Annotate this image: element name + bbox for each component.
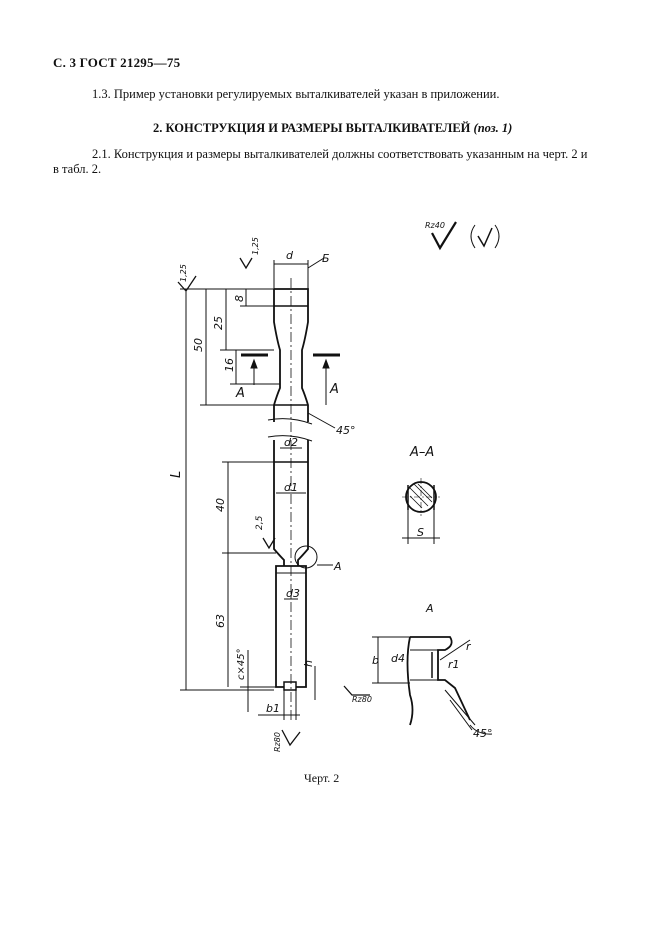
- dim-L: L: [169, 471, 184, 478]
- roughness-125-top: 1,25: [251, 237, 260, 255]
- section-mark-right: А: [329, 382, 339, 397]
- paragraph-2-1-line2: в табл. 2.: [53, 162, 102, 176]
- label-b: Б: [322, 252, 330, 265]
- dim-40: 40: [214, 498, 227, 512]
- section-title: 2. КОНСТРУКЦИЯ И РАЗМЕРЫ ВЫТАЛКИВАТЕЛЕЙ …: [153, 121, 512, 136]
- detail-a-title: А: [425, 602, 434, 615]
- roughness-125-left: 1,25: [179, 264, 188, 282]
- dim-d: d: [286, 249, 294, 262]
- dim-h: h: [302, 660, 315, 667]
- dim-8: 8: [233, 295, 246, 302]
- figure-caption: Черт. 2: [304, 771, 340, 785]
- dim-d2: d2: [284, 436, 298, 449]
- angle-45-detail: 45°: [473, 727, 493, 740]
- dim-b1: b1: [266, 702, 280, 715]
- detail-mark: А: [333, 560, 342, 573]
- paragraph-2-1-line1: 2.1. Конструкция и размеры выталкивателе…: [92, 147, 588, 161]
- rz80-right: Rz80: [352, 695, 372, 704]
- section-title-text: 2. КОНСТРУКЦИЯ И РАЗМЕРЫ ВЫТАЛКИВАТЕЛЕЙ: [153, 121, 471, 135]
- chamfer-label: c×45°: [236, 648, 247, 680]
- dim-63: 63: [214, 614, 227, 628]
- dim-s: S: [417, 526, 424, 539]
- dim-50: 50: [192, 338, 205, 352]
- page-header: С. 3 ГОСТ 21295—75: [53, 55, 181, 70]
- dim-r1: r1: [448, 658, 460, 671]
- dim-r: r: [466, 640, 472, 653]
- rz80-bottom: Rz80: [273, 732, 282, 752]
- dim-d3: d3: [286, 587, 300, 600]
- dim-16: 16: [223, 358, 236, 372]
- roughness-rz40: Rz40: [425, 221, 445, 230]
- roughness-25: 2,5: [255, 515, 265, 530]
- section-title-ref: (поз. 1): [473, 121, 513, 135]
- paragraph-1-3: 1.3. Пример установки регулируемых вытал…: [92, 87, 500, 101]
- dim-d1: d1: [284, 481, 298, 494]
- dim-b: b: [372, 654, 379, 667]
- dim-d4: d4: [391, 652, 405, 665]
- angle-45: 45°: [336, 424, 356, 437]
- dim-25: 25: [212, 316, 225, 330]
- section-aa-title: А–А: [409, 445, 434, 460]
- section-mark-left: А: [235, 386, 245, 401]
